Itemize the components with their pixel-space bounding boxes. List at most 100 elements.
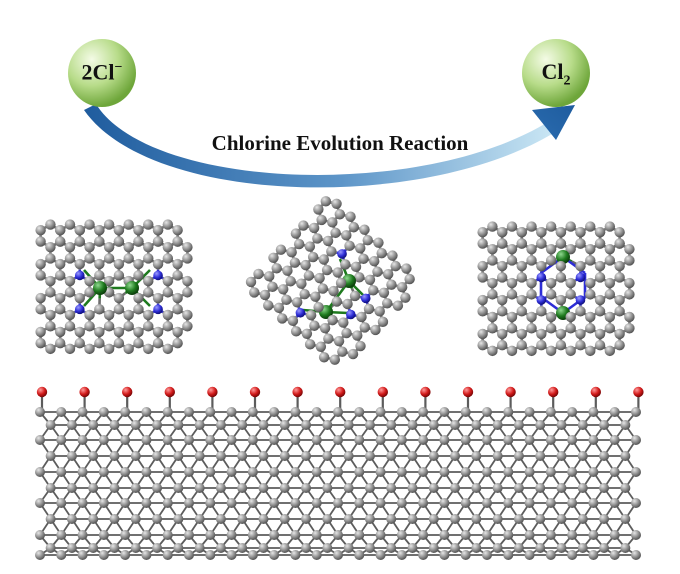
carbon-atom bbox=[245, 276, 257, 288]
carbon-atom bbox=[215, 420, 226, 430]
carbon-atom bbox=[320, 196, 332, 207]
carbon-atom bbox=[123, 219, 134, 230]
carbon-atom bbox=[487, 277, 498, 289]
carbon-atom bbox=[123, 253, 134, 264]
carbon-atom bbox=[386, 514, 397, 524]
oxygen-atom bbox=[633, 386, 644, 398]
carbon-atom bbox=[103, 321, 115, 332]
carbon-atom bbox=[269, 467, 280, 477]
carbon-atom bbox=[535, 420, 546, 430]
carbon-atom bbox=[277, 284, 289, 295]
carbon-atom bbox=[152, 451, 163, 461]
carbon-atom bbox=[143, 343, 154, 355]
carbon-atom bbox=[120, 550, 131, 560]
carbon-atom bbox=[513, 543, 524, 553]
carbon-atom bbox=[152, 420, 163, 430]
carbon-atom bbox=[133, 338, 144, 349]
carbon-atom bbox=[624, 255, 635, 266]
carbon-atom bbox=[173, 483, 184, 493]
carbon-atom bbox=[74, 236, 85, 247]
oxygen-atom bbox=[207, 386, 218, 398]
carbon-atom bbox=[536, 306, 547, 317]
carbon-atom bbox=[594, 238, 606, 249]
carbon-atom bbox=[45, 219, 56, 230]
carbon-atom bbox=[404, 273, 415, 285]
carbon-atom bbox=[103, 309, 115, 321]
carbon-atom bbox=[369, 256, 380, 267]
carbon-atom bbox=[567, 498, 578, 508]
carbon-atom bbox=[492, 543, 503, 553]
carbon-atom bbox=[418, 498, 429, 508]
carbon-atom bbox=[133, 292, 144, 304]
carbon-atom bbox=[172, 338, 183, 349]
carbon-atom bbox=[337, 346, 348, 357]
carbon-atom bbox=[506, 243, 518, 255]
carbon-atom bbox=[460, 467, 471, 477]
carbon-atom bbox=[506, 255, 518, 266]
structure-graphene-dimer bbox=[35, 219, 193, 355]
carbon-atom bbox=[343, 514, 354, 524]
oxygen-atom bbox=[122, 386, 133, 398]
carbon-atom bbox=[460, 435, 471, 445]
carbon-atom bbox=[599, 451, 610, 461]
carbon-atom bbox=[482, 435, 492, 445]
carbon-atom bbox=[215, 514, 226, 524]
oxygen-atom bbox=[249, 386, 261, 398]
oxygen-atom bbox=[377, 386, 388, 398]
carbon-atom bbox=[585, 323, 596, 334]
carbon-atom bbox=[45, 253, 56, 264]
carbon-atom bbox=[375, 498, 386, 508]
carbon-atom bbox=[264, 271, 275, 282]
carbon-atom bbox=[54, 225, 66, 236]
carbon-atom bbox=[487, 221, 498, 232]
carbon-atom bbox=[184, 407, 194, 417]
carbon-atom bbox=[418, 530, 429, 540]
carbon-atom bbox=[301, 514, 312, 524]
carbon-atom bbox=[182, 321, 193, 332]
carbon-atom bbox=[631, 530, 641, 540]
carbon-atom bbox=[477, 294, 488, 306]
carbon-atom bbox=[400, 292, 411, 303]
carbon-atom bbox=[162, 530, 173, 540]
carbon-atom bbox=[594, 272, 606, 283]
carbon-atom bbox=[103, 253, 115, 264]
carbon-atom bbox=[45, 241, 56, 253]
carbon-atom bbox=[84, 241, 95, 253]
carbon-atom bbox=[620, 420, 631, 430]
carbon-atom bbox=[98, 550, 109, 560]
carbon-atom bbox=[396, 498, 407, 508]
carbon-atom bbox=[35, 435, 45, 445]
carbon-atom bbox=[614, 328, 625, 340]
carbon-atom bbox=[585, 221, 596, 232]
carbon-atom bbox=[565, 323, 576, 334]
carbon-atom bbox=[56, 407, 67, 417]
carbon-atom bbox=[506, 345, 518, 357]
carbon-atom bbox=[312, 233, 323, 244]
carbon-atom bbox=[258, 543, 269, 553]
carbon-atom bbox=[624, 243, 635, 255]
carbon-atom bbox=[382, 268, 394, 280]
carbon-atom bbox=[133, 270, 144, 281]
carbon-atom bbox=[56, 435, 67, 445]
carbon-atom bbox=[609, 435, 620, 445]
oxygen-atom bbox=[36, 386, 48, 398]
carbon-atom bbox=[226, 467, 237, 477]
carbon-atom bbox=[545, 323, 557, 334]
carbon-atom bbox=[516, 227, 527, 238]
carbon-atom bbox=[513, 514, 524, 524]
carbon-atom bbox=[620, 514, 631, 524]
carbon-atom bbox=[372, 266, 383, 277]
carbon-atom bbox=[77, 498, 88, 508]
carbon-atom bbox=[536, 238, 547, 249]
carbon-atom bbox=[194, 451, 205, 461]
carbon-atom bbox=[575, 238, 586, 249]
carbon-atom bbox=[141, 530, 152, 540]
carbon-atom bbox=[536, 328, 547, 340]
carbon-atom bbox=[172, 292, 183, 304]
carbon-atom bbox=[103, 343, 115, 355]
carbon-atom bbox=[355, 340, 366, 352]
carbon-atom bbox=[496, 340, 508, 351]
carbon-atom bbox=[450, 451, 461, 461]
carbon-atom bbox=[249, 287, 260, 298]
carbon-atom bbox=[482, 407, 492, 417]
